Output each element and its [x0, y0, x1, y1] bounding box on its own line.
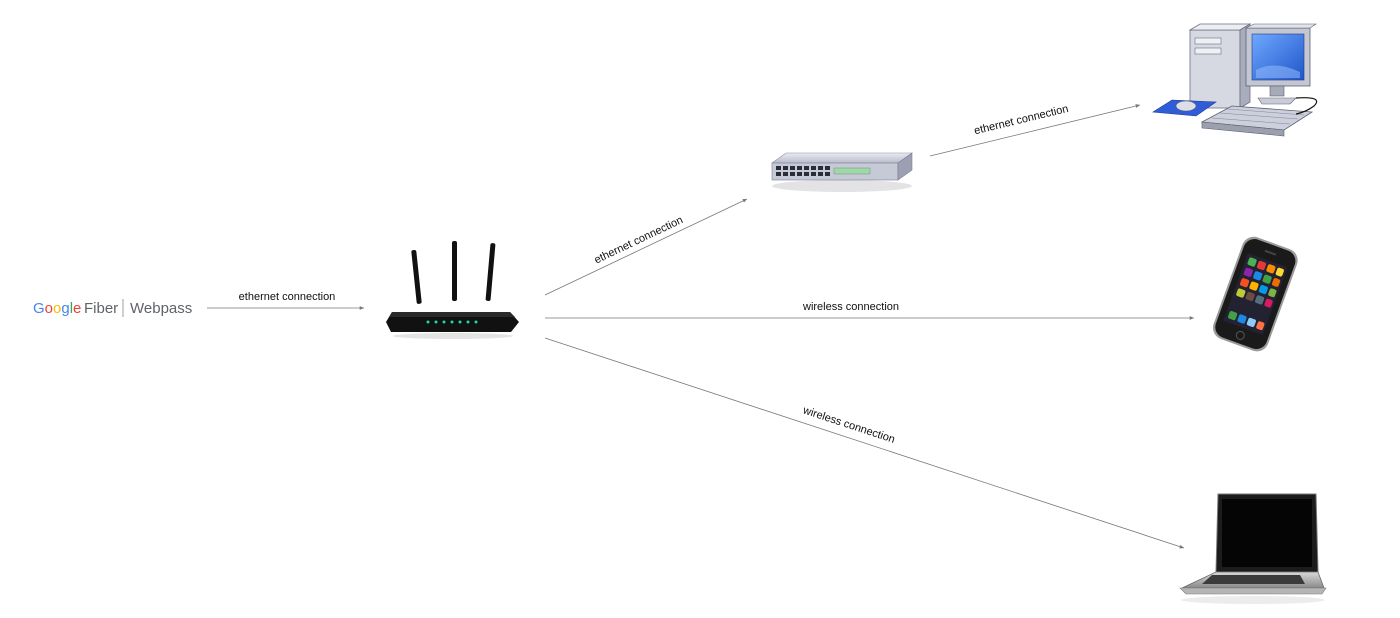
smartphone-icon — [1213, 236, 1298, 352]
label-switch-desktop: ethernet connection — [973, 103, 1070, 137]
svg-text:Webpass: Webpass — [130, 300, 192, 317]
logo-google-letter: g — [61, 300, 69, 317]
logo-google-letter: o — [45, 300, 53, 317]
logo-google-letter: o — [53, 300, 61, 317]
edge-router-laptop — [544, 337, 1185, 549]
laptop-icon — [1179, 493, 1327, 604]
wifi-router-icon — [386, 241, 519, 339]
logo-google-text: Google — [33, 300, 81, 317]
svg-text:Google: Google — [33, 300, 81, 317]
logo-product-text: Fiber — [84, 300, 118, 317]
logo-google-letter: e — [73, 300, 81, 317]
label-router-switch: ethernet connection — [592, 214, 684, 266]
svg-text:Fiber: Fiber — [84, 300, 118, 317]
label-router-laptop: wireless connection — [801, 404, 897, 446]
desktop-computer-icon — [1152, 23, 1318, 137]
logo-partner-text: Webpass — [130, 300, 192, 317]
edge-router-switch — [544, 198, 748, 296]
provider-logo: Google Fiber Webpass — [33, 299, 192, 317]
logo-google-letter: l — [70, 300, 73, 317]
edge-switch-desktop — [929, 104, 1141, 157]
label-provider-router: ethernet connection — [239, 291, 336, 303]
label-router-phone: wireless connection — [802, 301, 899, 313]
network-switch-icon — [771, 152, 913, 192]
logo-google-letter: G — [33, 300, 45, 317]
